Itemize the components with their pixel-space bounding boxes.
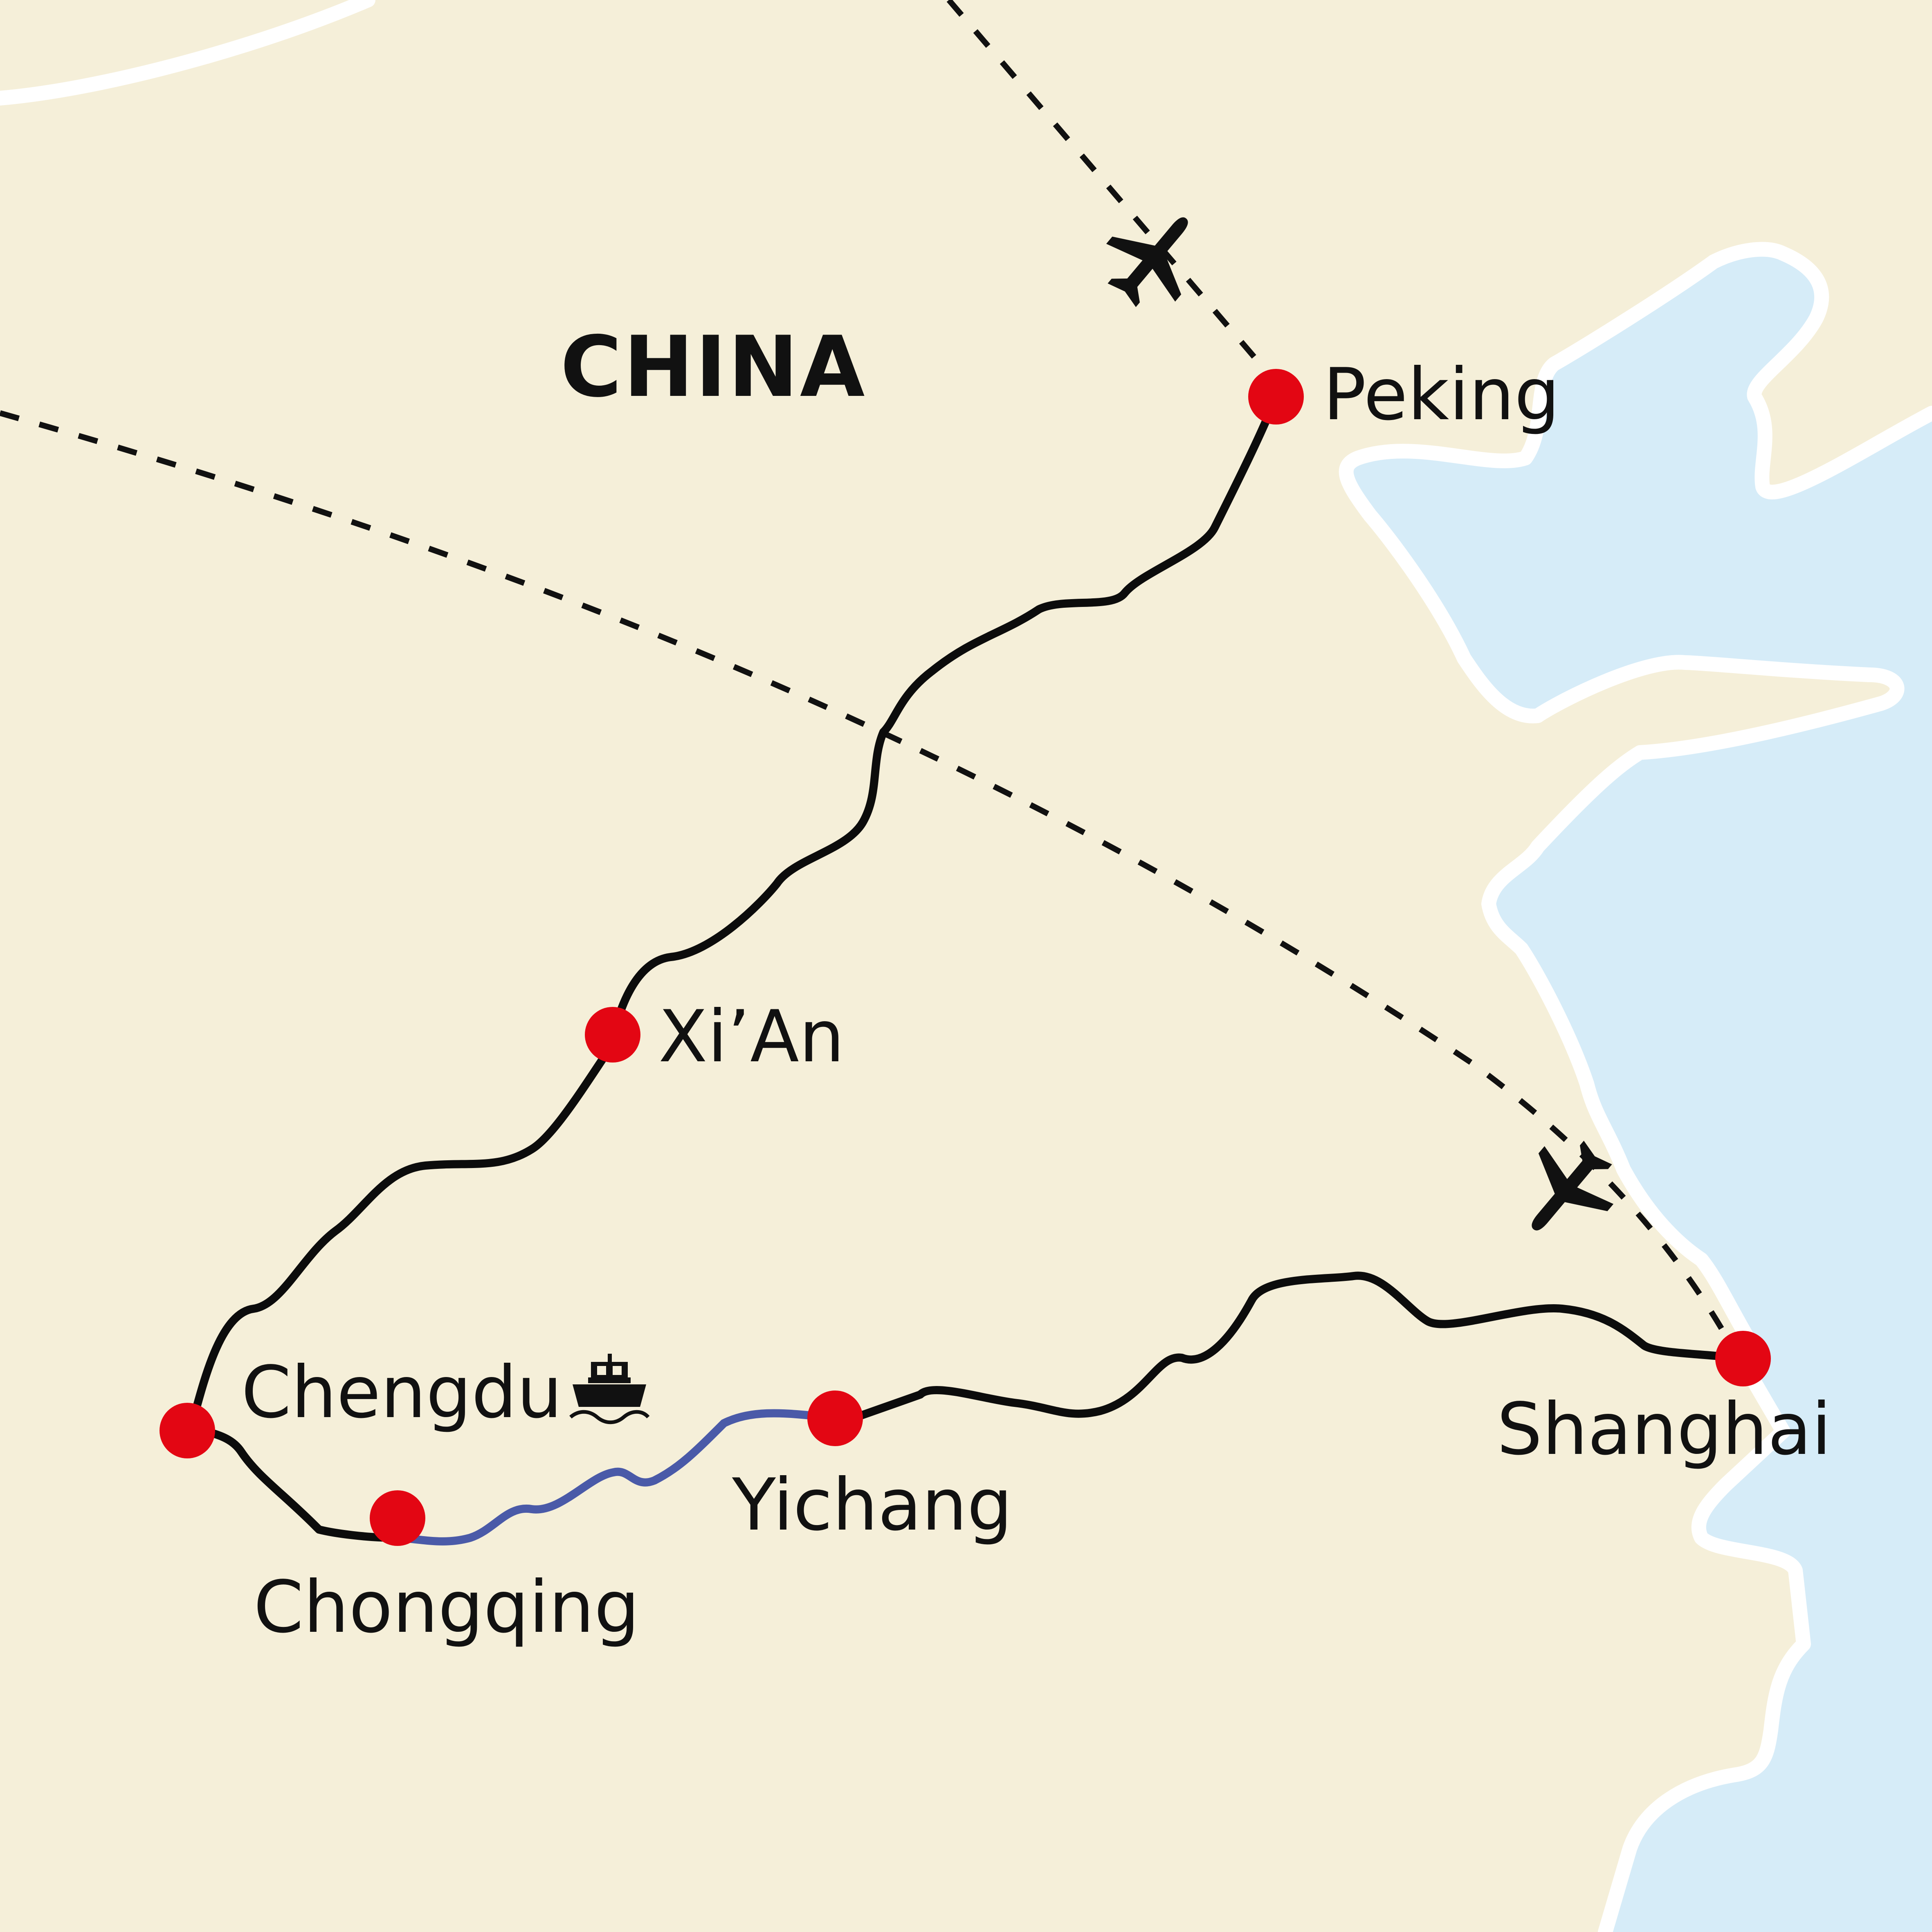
coastline	[1339, 242, 1932, 1932]
plane-icon	[1532, 1141, 1614, 1231]
flight-path-west	[0, 410, 1741, 1359]
city-label-yichang: Yichang	[732, 1464, 1013, 1547]
city-label-xian: Xi’An	[658, 995, 845, 1078]
city-label-peking: Peking	[1323, 353, 1560, 436]
ship-icon	[569, 1354, 650, 1424]
country-label: CHINA	[560, 319, 867, 416]
city-marker-yichang[interactable]	[807, 1391, 863, 1446]
plane-icon	[1106, 217, 1188, 307]
river-cruise-route	[389, 1409, 834, 1546]
city-marker-peking[interactable]	[1248, 369, 1304, 425]
sea-area	[1346, 0, 1932, 1932]
city-marker-chengdu[interactable]	[160, 1403, 215, 1458]
city-label-shanghai: Shanghai	[1497, 1388, 1831, 1471]
city-marker-xian[interactable]	[585, 1007, 640, 1063]
city-label-chengdu: Chengdu	[241, 1351, 562, 1434]
city-marker-chongqing[interactable]	[370, 1490, 425, 1546]
city-label-chongqing: Chongqing	[254, 1566, 640, 1649]
northern-border	[0, 0, 375, 106]
overland-route	[188, 393, 1738, 1542]
flight-path-north	[946, 0, 1278, 384]
city-marker-shanghai[interactable]	[1715, 1331, 1771, 1386]
